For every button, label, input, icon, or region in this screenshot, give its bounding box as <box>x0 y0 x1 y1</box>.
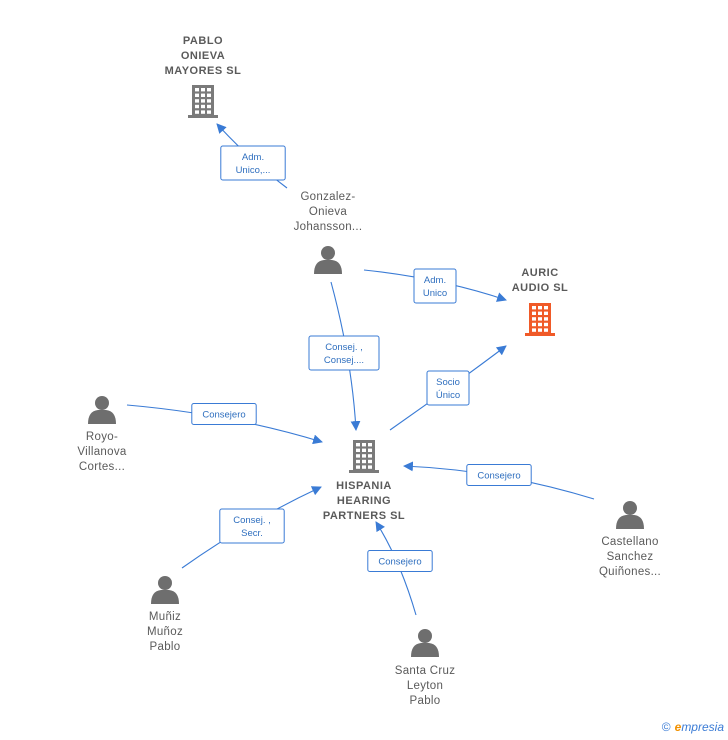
node-label-gonzalez: Johansson... <box>294 221 363 233</box>
node-label-auric: AUDIO SL <box>512 282 569 294</box>
node-label-muniz: Muñiz <box>149 611 181 623</box>
copyright-symbol: © <box>661 720 671 734</box>
node-auric[interactable]: AURIC AUDIO SL <box>512 267 569 336</box>
edge-label-text: Consejero <box>477 471 520 482</box>
node-label-santacruz: Pablo <box>410 695 441 707</box>
node-label-royo: Royo- <box>86 431 118 443</box>
node-pablo[interactable]: PABLO ONIEVA MAYORES SL <box>165 35 242 118</box>
edge-label-text: Adm. <box>242 152 264 163</box>
node-castellano[interactable]: CastellanoSanchezQuiñones... <box>599 501 661 578</box>
edge-label-text: Consejero <box>378 557 421 568</box>
node-label-pablo: ONIEVA <box>181 50 225 62</box>
footer-brand[interactable]: ©empresia <box>662 720 724 734</box>
building-icon <box>525 303 555 336</box>
node-label-santacruz: Leyton <box>407 680 443 692</box>
edge-label-gonzalez-to-auric[interactable]: Adm. Unico <box>413 268 457 304</box>
node-label-royo: Villanova <box>77 446 126 458</box>
edge-label-text: Consej.... <box>324 355 364 366</box>
nodes-layer: PABLO ONIEVA MAYORES SL AURIC AUDIO SL HISPAN… <box>77 35 661 707</box>
edge-label-royo-to-hispania[interactable]: Consejero <box>191 403 257 425</box>
edge-label-gonzalez-to-hispania[interactable]: Consej. , Consej.... <box>308 335 380 371</box>
node-label-castellano: Sanchez <box>607 551 654 563</box>
node-royo[interactable]: Royo- VillanovaCortes... <box>77 396 127 473</box>
node-label-hispania: HISPANIA <box>336 480 392 492</box>
edge-label-text: Socio <box>436 377 460 388</box>
edge-label-gonzalez-to-pablo[interactable]: Adm. Unico,... <box>220 145 286 181</box>
node-label-gonzalez: Gonzalez- <box>300 191 355 203</box>
building-icon <box>349 440 379 473</box>
brand-name: mpresia <box>681 720 724 734</box>
person-icon <box>151 576 179 604</box>
person-icon <box>88 396 116 424</box>
node-label-auric: AURIC <box>521 267 558 279</box>
node-label-santacruz: Santa Cruz <box>395 665 456 677</box>
brand-initial: e <box>674 720 682 734</box>
edge-label-text: Consej. , <box>325 342 363 353</box>
person-icon <box>314 246 342 274</box>
edge-label-text: Consejero <box>202 410 245 421</box>
building-icon <box>188 85 218 118</box>
edge-label-santacruz-to-hispania[interactable]: Consejero <box>367 550 433 572</box>
edge-label-text: Unico,... <box>236 165 271 176</box>
edge-label-text: Unico <box>423 288 447 299</box>
edge-label-text: Secr. <box>241 528 263 539</box>
node-label-royo: Cortes... <box>79 461 125 473</box>
node-label-hispania: PARTNERS SL <box>323 510 405 522</box>
node-label-pablo: MAYORES SL <box>165 65 242 77</box>
node-label-castellano: Quiñones... <box>599 566 661 578</box>
edge-label-castellano-to-hispania[interactable]: Consejero <box>466 464 532 486</box>
node-label-castellano: Castellano <box>601 536 658 548</box>
edge-label-text: Único <box>436 390 460 401</box>
edge-label-muniz-to-hispania[interactable]: Consej. , Secr. <box>219 508 285 544</box>
person-icon <box>411 629 439 657</box>
node-label-hispania: HEARING <box>337 495 391 507</box>
node-label-muniz: Muñoz <box>147 626 183 638</box>
node-hispania[interactable]: HISPANIA HEARING PARTNERS SL <box>323 440 405 522</box>
node-label-gonzalez: Onieva <box>309 206 348 218</box>
node-gonzalez[interactable]: Gonzalez- OnievaJohansson... <box>294 191 363 274</box>
node-label-pablo: PABLO <box>183 35 223 47</box>
edge-label-text: Consej. , <box>233 515 271 526</box>
node-label-muniz: Pablo <box>150 641 181 653</box>
edge-label-text: Adm. <box>424 275 446 286</box>
person-icon <box>616 501 644 529</box>
